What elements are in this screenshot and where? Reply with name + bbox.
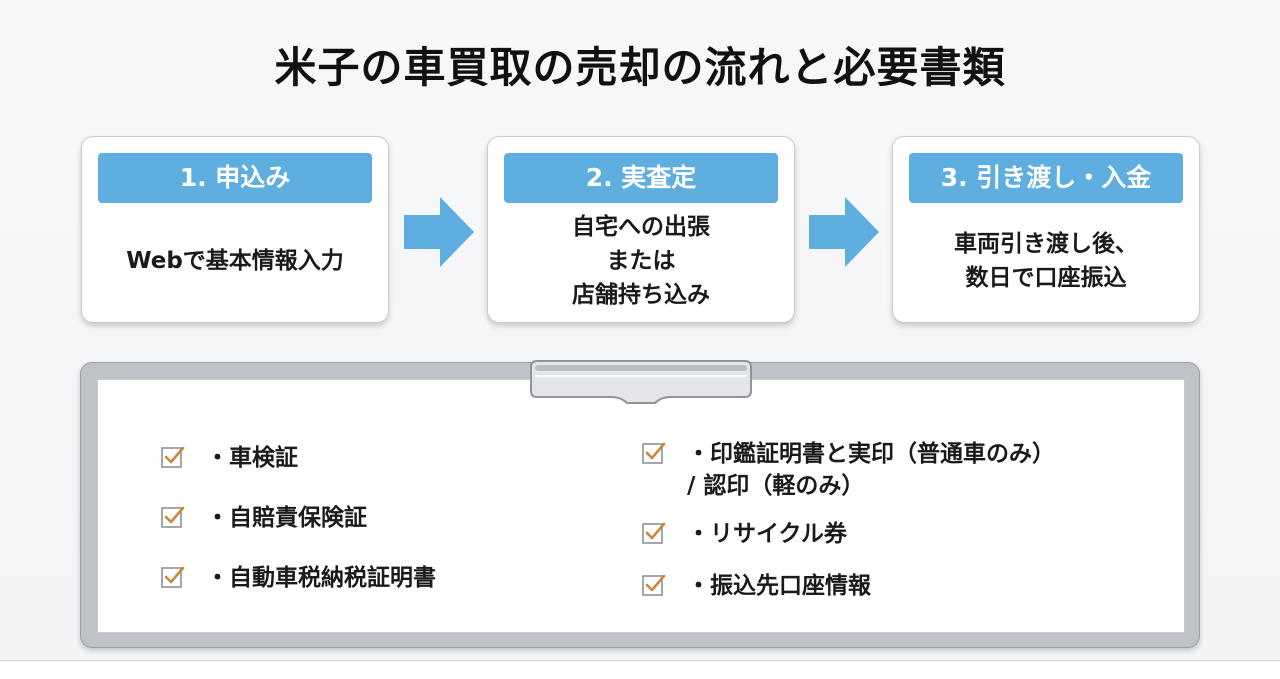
flow-arrow-icon xyxy=(404,197,474,267)
step-header-delivery-payment: 3. 引き渡し・入金 xyxy=(909,153,1183,203)
document-item-label: ・印鑑証明書と実印（普通車のみ） / 認印（軽のみ） xyxy=(687,441,1055,499)
document-item: ・自動車税納税証明書 xyxy=(160,562,436,594)
checkbox-checked-icon xyxy=(642,574,666,596)
step-body-appraisal: 自宅への出張 または 店舗持ち込み xyxy=(572,214,710,308)
documents-clipboard: ・車検証 ・自賠責保険証 ・自動車税納税証明書 xyxy=(80,360,1200,648)
document-item-label: ・車検証 xyxy=(206,445,298,471)
step-header-appraisal: 2. 実査定 xyxy=(504,153,778,203)
document-item: ・印鑑証明書と実印（普通車のみ） / 認印（軽のみ） xyxy=(641,438,1055,502)
document-item-label: ・自賠責保険証 xyxy=(206,505,367,531)
checkbox-checked-icon xyxy=(161,446,185,468)
document-item: ・リサイクル券 xyxy=(641,518,847,550)
document-item: ・振込先口座情報 xyxy=(641,570,871,602)
step-card-delivery-payment: 3. 引き渡し・入金 車両引き渡し後、 数日で口座振込 xyxy=(892,136,1200,323)
bottom-strip xyxy=(0,660,1280,679)
step-header-application: 1. 申込み xyxy=(98,153,372,203)
clipboard-clip-icon xyxy=(530,360,752,404)
document-item: ・自賠責保険証 xyxy=(160,502,367,534)
checkbox-checked-icon xyxy=(642,522,666,544)
page-title: 米子の車買取の売却の流れと必要書類 xyxy=(274,43,1006,92)
step-body-delivery-payment: 車両引き渡し後、 数日で口座振込 xyxy=(954,231,1138,291)
step-card-appraisal: 2. 実査定 自宅への出張 または 店舗持ち込み xyxy=(487,136,795,323)
document-item-label: ・自動車税納税証明書 xyxy=(206,565,436,591)
step-card-application: 1. 申込み Webで基本情報入力 xyxy=(81,136,389,323)
document-item: ・車検証 xyxy=(160,442,298,474)
document-item-label: ・リサイクル券 xyxy=(687,521,847,547)
checkbox-checked-icon xyxy=(642,442,666,464)
step-body-application: Webで基本情報入力 xyxy=(126,248,344,274)
checkbox-checked-icon xyxy=(161,566,185,588)
document-item-label: ・振込先口座情報 xyxy=(687,573,871,599)
flow-arrow-icon xyxy=(809,197,879,267)
documents-paper: ・車検証 ・自賠責保険証 ・自動車税納税証明書 xyxy=(97,379,1185,633)
checkbox-checked-icon xyxy=(161,506,185,528)
